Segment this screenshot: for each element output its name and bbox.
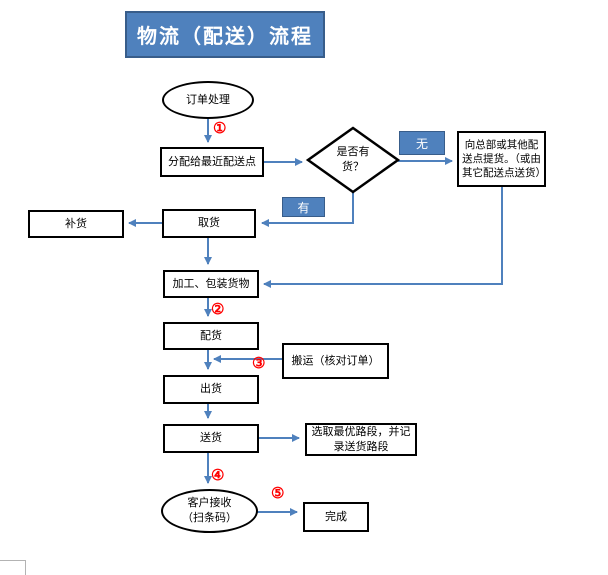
connector-hq-to-process (263, 187, 503, 288)
node-decision-stock: 是否有 货？ (336, 146, 370, 173)
step-marker-1: ① (213, 120, 227, 137)
node-deliver: 送货 (163, 424, 259, 453)
node-process-pack: 加工、包装货物 (163, 270, 259, 298)
page-title: 物流（配送）流程 (125, 11, 325, 58)
step-marker-4: ④ (211, 467, 225, 484)
node-allocate: 配货 (163, 322, 259, 350)
node-route-select: 选取最优路段，并记录送货路段 (305, 423, 417, 456)
step-marker-3: ③ (252, 355, 266, 372)
step-marker-5: ⑤ (271, 485, 285, 502)
branch-label-yes: 有 (282, 197, 325, 217)
node-order-processing: 订单处理 (162, 81, 254, 119)
node-pick-goods: 取货 (162, 209, 256, 238)
branch-label-no: 无 (399, 131, 445, 155)
node-hq-pickup: 向总部或其他配送点提货。（或由其它配送点送货） (457, 131, 546, 187)
page-corner-mark (0, 560, 26, 575)
step-marker-2: ② (211, 301, 225, 318)
node-customer-receive: 客户接收 （扫条码） (161, 489, 258, 533)
node-assign-nearest: 分配给最近配送点 (160, 147, 264, 177)
node-carry-check: 搬运（核对订单） (282, 343, 389, 379)
node-ship-out: 出货 (163, 375, 259, 404)
node-restock: 补货 (28, 210, 124, 238)
decision-diamond (305, 126, 401, 194)
connector-decision-to-pick (261, 192, 354, 227)
node-done: 完成 (303, 502, 369, 532)
